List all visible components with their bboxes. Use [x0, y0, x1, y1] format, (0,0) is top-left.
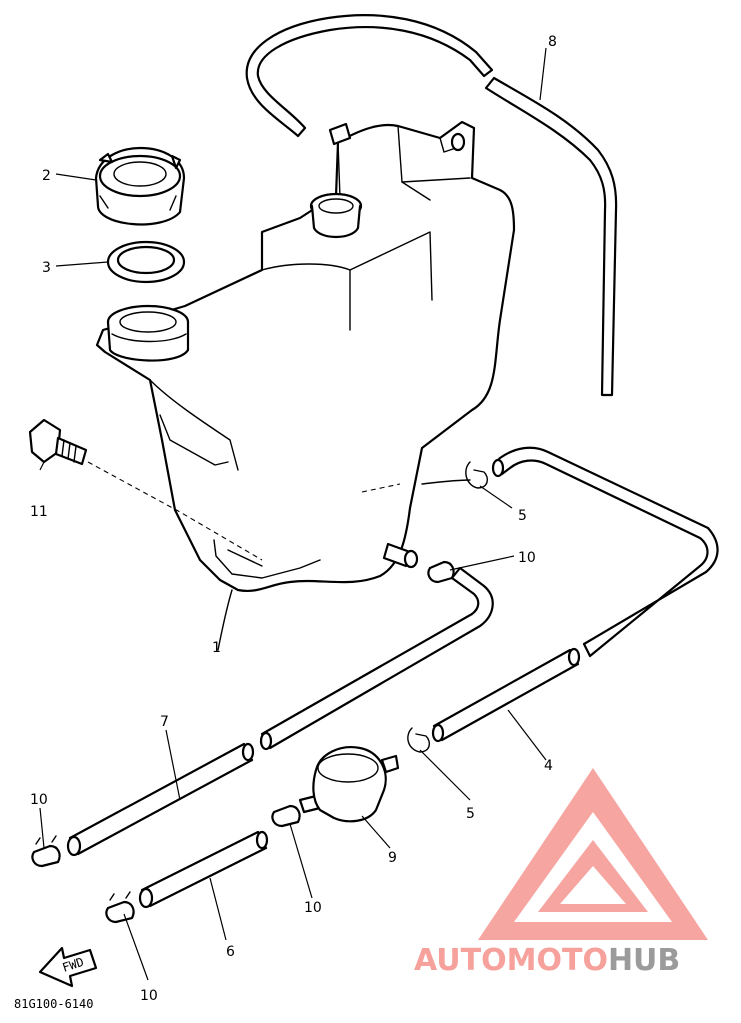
callout-4: 4 [544, 758, 553, 774]
callout-8: 8 [548, 34, 557, 50]
callout-3: 3 [42, 260, 51, 276]
callout-6: 6 [226, 944, 235, 960]
watermark-logo-icon [478, 768, 708, 940]
overflow-hose-8 [245, 14, 618, 397]
fwd-arrow-label: FWD [61, 955, 86, 975]
callout-10-c: 10 [304, 900, 322, 916]
watermark-text: AUTOMOTOHUB [414, 943, 680, 978]
hose-6 [138, 830, 269, 909]
clip-10-a [31, 835, 61, 868]
bolt-11 [28, 418, 263, 561]
gasket-3 [106, 240, 186, 284]
callout-10-b: 10 [140, 988, 158, 1004]
callout-11: 11 [30, 504, 48, 520]
callout-7: 7 [160, 714, 169, 730]
leader-lines [39, 47, 547, 981]
clip-10-d [427, 560, 455, 584]
watermark-text-part1: AUTOMOTO [414, 943, 608, 978]
callout-10-d: 10 [518, 550, 536, 566]
callout-1: 1 [212, 640, 221, 656]
callout-9: 9 [388, 850, 397, 866]
filter-9 [298, 746, 400, 823]
clip-5-a [421, 461, 489, 489]
clip-10-c [271, 804, 301, 828]
callout-5-b: 5 [466, 806, 475, 822]
fwd-arrow-icon: FWD [38, 946, 98, 988]
hose-7 [66, 742, 255, 857]
callout-5-a: 5 [518, 508, 527, 524]
callout-2: 2 [42, 168, 51, 184]
clip-10-b [105, 891, 135, 924]
hose-4 [431, 446, 719, 743]
watermark-text-part2: HUB [608, 943, 680, 978]
clip-5-b [407, 727, 431, 753]
cap-2 [94, 146, 186, 226]
reservoir-tank [95, 120, 516, 651]
diagram-code: 81G100-6140 [14, 997, 93, 1011]
callout-10-a: 10 [30, 792, 48, 808]
